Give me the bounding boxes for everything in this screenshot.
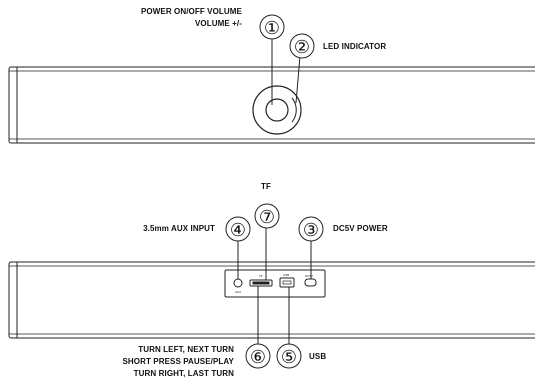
callout-7: ⑦: [259, 207, 275, 228]
soundbar-back-view: [8, 228, 535, 344]
callout-6-circle: [245, 343, 271, 369]
tf-slot-inner: [252, 281, 270, 285]
label-power-volume-1: POWER ON/OFF VOLUME: [140, 7, 242, 16]
usb-port-mark: USB: [283, 273, 289, 277]
label-power-volume-2: VOLUME +/-: [194, 19, 242, 28]
dc-port: [304, 278, 317, 287]
volume-knob-inner: [265, 98, 289, 122]
callout-3: ③: [303, 220, 319, 241]
tf-slot: [249, 279, 273, 287]
label-aux-input: 3.5mm AUX INPUT: [143, 224, 215, 233]
dc-port-mark: DC5V: [305, 274, 313, 278]
callouts-top: [259, 14, 315, 59]
leader-led: [295, 55, 301, 104]
led-indicator-ring: [291, 97, 297, 123]
label-tf: TF: [261, 182, 271, 191]
volume-knob-outer: [252, 85, 302, 135]
callout-2-circle: [289, 33, 315, 59]
usb-port: [279, 277, 295, 288]
usb-port-inner: [282, 280, 292, 285]
label-turn-left: TURN LEFT, NEXT TURN: [138, 345, 234, 354]
label-turn-right: TURN RIGHT, LAST TURN: [133, 369, 234, 378]
callout-4-circle: [225, 216, 251, 242]
callout-7-circle: [254, 203, 280, 229]
callout-5-circle: [276, 343, 302, 369]
label-short-press: SHORT PRESS PAUSE/PLAY: [122, 357, 234, 366]
back-bar-outline: [8, 261, 535, 339]
tf-port-mark: TF: [259, 274, 263, 278]
label-led-indicator: LED INDICATOR: [323, 42, 387, 51]
callout-1: ①: [264, 18, 280, 39]
callout-5: ⑤: [281, 347, 297, 368]
callout-2: ②: [294, 37, 310, 58]
label-dc5v-power: DC5V POWER: [333, 224, 388, 233]
callouts-bottom: [225, 203, 324, 369]
callout-4: ④: [230, 220, 246, 241]
callout-1-circle: [259, 14, 285, 40]
label-usb: USB: [309, 352, 327, 361]
port-panel: [224, 269, 326, 298]
aux-port-mark: AUX: [235, 290, 241, 294]
soundbar-front-view: [8, 39, 535, 144]
front-bar-outline: [8, 66, 535, 144]
aux-jack: [233, 278, 243, 288]
callout-3-circle: [298, 216, 324, 242]
callout-6: ⑥: [250, 347, 266, 368]
